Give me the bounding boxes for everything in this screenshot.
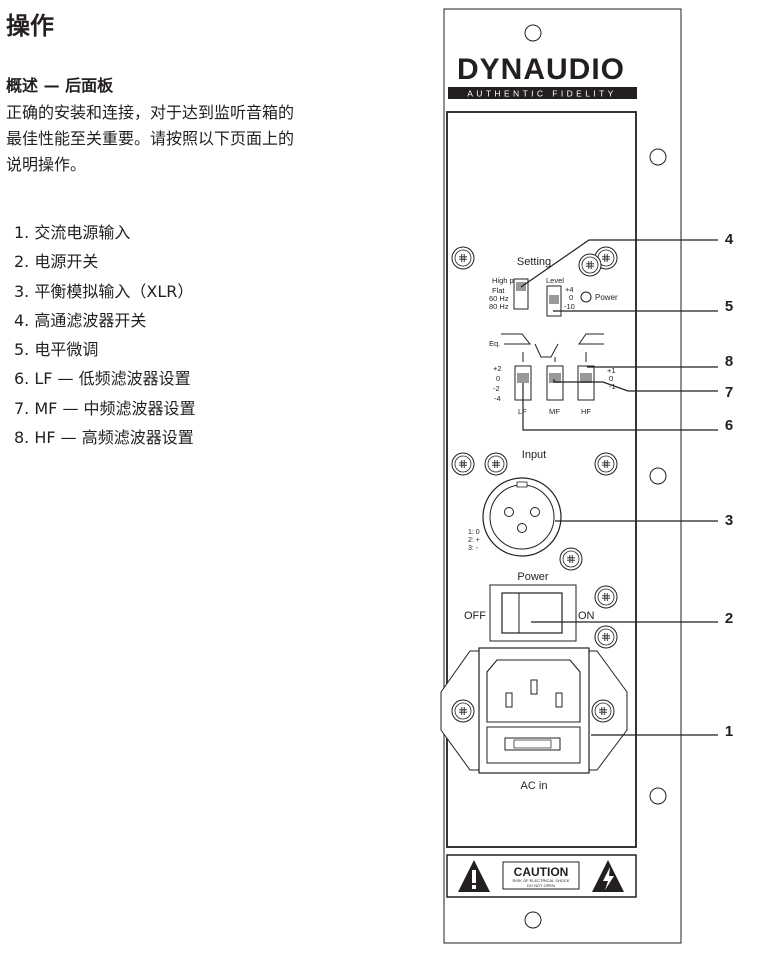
level-option: -10 xyxy=(564,302,575,311)
xlr-pin xyxy=(517,523,527,533)
callout-number: 8 xyxy=(725,353,733,370)
lf-slider-knob xyxy=(517,373,529,383)
eq-curve-hf xyxy=(578,333,604,345)
intro-paragraph: 正确的安装和连接，对于达到监听音箱的 最佳性能至关重要。请按照以下页面上的 说明… xyxy=(6,100,406,178)
level-option: +4 xyxy=(565,285,574,294)
highpass-option: Flat xyxy=(492,286,505,295)
callout-number: 1 xyxy=(725,723,733,740)
power-switch[interactable] xyxy=(501,592,563,634)
list-item: 7. MF — 中频滤波器设置 xyxy=(14,398,196,418)
eq-scale-left: -4 xyxy=(494,394,501,403)
page-title: 操作 xyxy=(6,12,54,40)
brand-tagline: AUTHENTIC FIDELITY xyxy=(467,89,617,99)
list-item: 1. 交流电源输入 xyxy=(14,223,131,242)
mount-hole xyxy=(649,787,667,805)
list-item: 4. 高通滤波器开关 xyxy=(14,310,147,330)
mount-hole xyxy=(524,24,542,42)
eq-curve-mf xyxy=(534,343,559,358)
callout-number: 4 xyxy=(725,231,734,248)
callout-lines xyxy=(520,239,718,736)
screw-icon xyxy=(578,253,602,277)
eq-scale-left: 0 xyxy=(496,374,500,383)
list-item: 5. 电平微调 xyxy=(14,340,99,360)
screw-icon xyxy=(591,699,615,723)
setting-title: Setting xyxy=(517,256,551,268)
xlr-input-connector[interactable] xyxy=(482,477,562,557)
xlr-pin xyxy=(504,507,514,517)
intro-line: 正确的安装和连接，对于达到监听音箱的 xyxy=(6,103,295,122)
hf-slider-knob xyxy=(580,373,592,383)
highpass-option: 60 Hz xyxy=(489,294,509,303)
screw-icon xyxy=(559,547,583,571)
eq-band-label: MF xyxy=(549,407,560,416)
callout-number: 7 xyxy=(725,384,733,401)
level-option: 0 xyxy=(569,293,573,302)
mount-hole xyxy=(524,911,542,929)
caution-text: DO NOT OPEN xyxy=(527,883,555,888)
ac-in-label: AC in xyxy=(521,780,548,792)
screw-icon xyxy=(451,246,475,270)
intro-line: 最佳性能至关重要。请按照以下页面上的 xyxy=(6,129,295,148)
callout-number: 2 xyxy=(725,610,733,627)
section-subtitle: 概述 — 后面板 xyxy=(6,76,114,95)
eq-scale-left: +2 xyxy=(493,364,502,373)
eq-curve-lf xyxy=(501,333,532,345)
highpass-label: High pass xyxy=(492,276,526,285)
screw-icon xyxy=(451,452,475,476)
panel-plate xyxy=(443,8,682,944)
level-label: Level xyxy=(546,276,564,285)
screw-icon xyxy=(594,625,618,649)
intro-line: 说明操作。 xyxy=(6,155,87,174)
screw-icon xyxy=(451,699,475,723)
input-label: Input xyxy=(522,449,546,461)
eq-scale-right: +1 xyxy=(607,366,616,375)
screw-icon xyxy=(484,452,508,476)
power-led-label: Power xyxy=(595,293,618,302)
caution-title: CAUTION xyxy=(514,865,569,879)
eq-scale-right: -1 xyxy=(609,382,616,391)
list-item: 8. HF — 高频滤波器设置 xyxy=(14,428,194,448)
mount-hole xyxy=(649,467,667,485)
power-off-label: OFF xyxy=(464,610,486,622)
pin-label: 1: 0 xyxy=(468,529,480,536)
caution-text: RISK OF ELECTRICAL SHOCK xyxy=(513,878,570,883)
eq-scale-left: -2 xyxy=(493,384,500,393)
callout-number: 6 xyxy=(725,417,733,434)
power-switch-label: Power xyxy=(517,571,549,583)
pin-label: 2: + xyxy=(468,537,480,544)
component-list: 1. 交流电源输入 2. 电源开关 3. 平衡模拟输入（XLR） 4. 高通滤波… xyxy=(14,218,196,452)
highpass-option: 80 Hz xyxy=(489,302,509,311)
eq-band-label: HF xyxy=(581,407,591,416)
list-item: 6. LF — 低频滤波器设置 xyxy=(14,369,191,389)
screw-icon xyxy=(594,585,618,609)
control-area xyxy=(446,111,637,848)
tagline-bar xyxy=(448,87,637,99)
eq-label: Eq. xyxy=(489,339,500,348)
callout-number: 3 xyxy=(725,512,733,529)
list-item: 3. 平衡模拟输入（XLR） xyxy=(14,281,194,301)
level-switch-knob xyxy=(549,295,559,304)
eq-scale-right: 0 xyxy=(609,374,613,383)
power-led xyxy=(580,291,592,303)
callout-number: 5 xyxy=(725,298,733,315)
brand-logo: DYNAUDIO xyxy=(457,53,625,86)
screw-icon xyxy=(594,452,618,476)
mf-slider-knob xyxy=(549,373,561,383)
xlr-pin xyxy=(530,507,540,517)
list-item: 2. 电源开关 xyxy=(14,252,99,272)
mount-hole xyxy=(649,148,667,166)
caution-box xyxy=(502,861,580,890)
power-on-label: ON xyxy=(578,610,595,622)
pin-label: 3: - xyxy=(468,545,479,552)
